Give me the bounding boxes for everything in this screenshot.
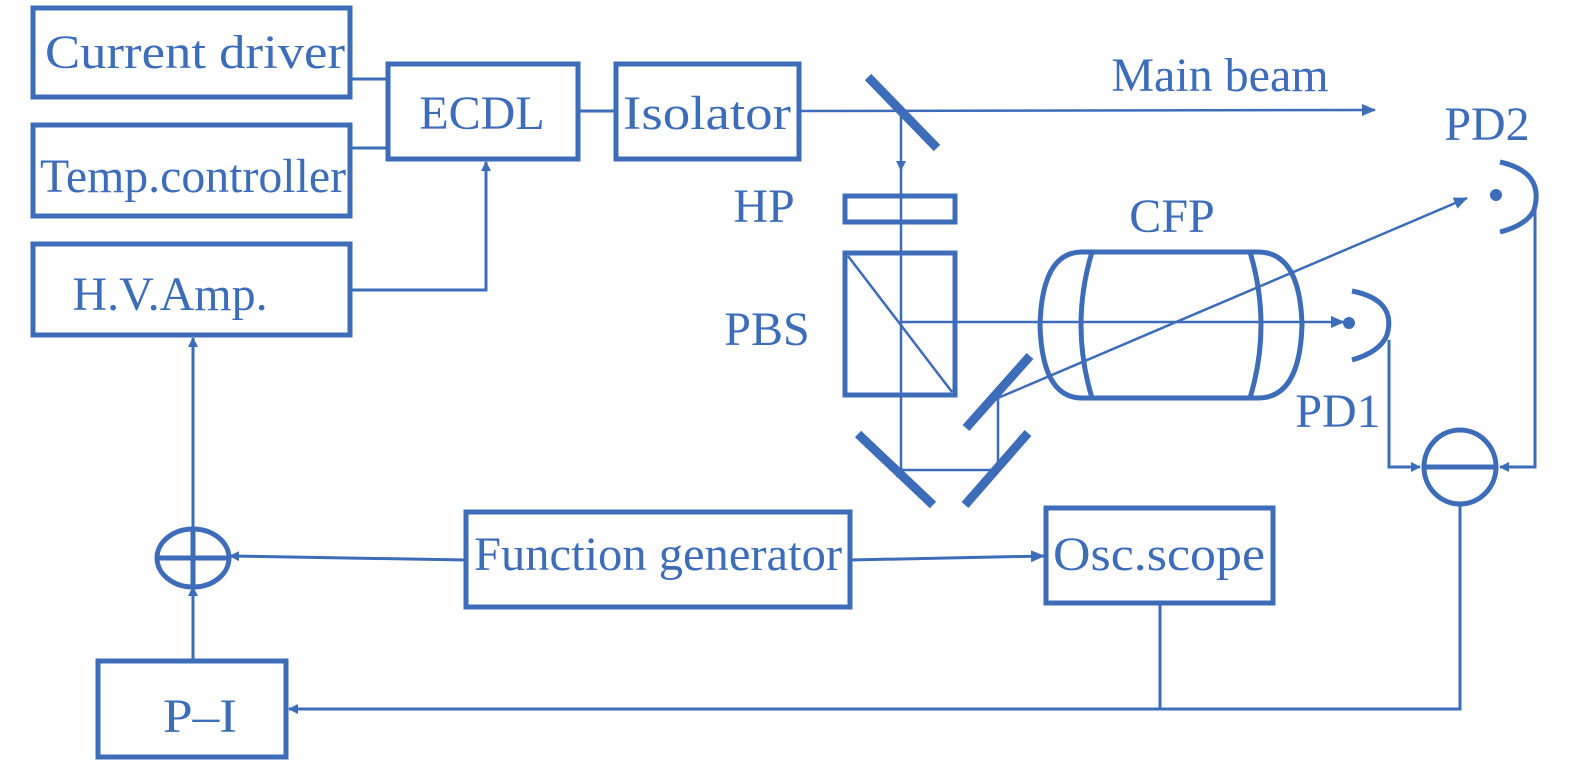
main-beam-path [798, 104, 1376, 117]
cfp-label: CFP [1129, 190, 1214, 243]
hp-label: HP [733, 180, 794, 233]
wire-hv-amp-ecdl [350, 161, 491, 292]
upper-right-mirror [962, 353, 1034, 431]
control-wiring [188, 77, 1462, 714]
wire-function-generator-adder [229, 551, 467, 562]
wire-pd2-subtractor [1499, 210, 1537, 472]
wire-pd1-subtractor [1387, 340, 1421, 472]
beam-splitter-mirror [864, 73, 941, 152]
function-generator-label: Function generator [474, 528, 842, 581]
photodetector-pd1: PD1 [1295, 288, 1421, 472]
pbs-diagonal [847, 255, 953, 393]
temp-controller-block: Temp.controller [30, 122, 353, 219]
current-driver-label: Current driver [45, 26, 345, 79]
temp-controller-label: Temp.controller [40, 150, 346, 203]
osc-scope-label: Osc.scope [1053, 528, 1265, 581]
pd1-label: PD1 [1295, 385, 1380, 438]
wire-function-generator-scope [849, 550, 1045, 563]
lower-right-mirror [961, 430, 1032, 508]
beam-to-pd2 [997, 196, 1468, 400]
pd2-label: PD2 [1444, 98, 1529, 151]
hv-amp-label: H.V.Amp. [72, 268, 267, 321]
ecdl-block: ECDL [385, 61, 581, 162]
isolator-block: Isolator [613, 61, 802, 162]
lower-left-mirror [854, 430, 937, 509]
photodetector-pd2: PD2 [1444, 98, 1539, 472]
pbs-label: PBS [724, 303, 809, 356]
isolator-label: Isolator [623, 87, 791, 140]
main-beam-label: Main beam [1111, 49, 1328, 102]
cfp-cavity: CFP [1037, 190, 1305, 401]
polarizing-beam-splitter: PBS [724, 250, 958, 398]
wire-error-signal-pi [288, 505, 1462, 714]
mirrors [854, 73, 1034, 509]
pd2-dot-icon [1490, 189, 1502, 201]
ecdl-label: ECDL [419, 87, 544, 140]
hv-amp-block: H.V.Amp. [30, 241, 353, 338]
pi-controller-block: P–I [95, 658, 289, 760]
function-generator-block: Function generator [463, 509, 853, 610]
pi-controller-label: P–I [163, 690, 237, 743]
osc-scope-block: Osc.scope [1043, 505, 1276, 606]
current-driver-block: Current driver [30, 5, 353, 100]
subtractor-junction [1421, 427, 1499, 507]
pd1-dot-icon [1343, 317, 1355, 329]
adder-junction [154, 526, 232, 590]
half-wave-plate: HP [733, 180, 958, 233]
